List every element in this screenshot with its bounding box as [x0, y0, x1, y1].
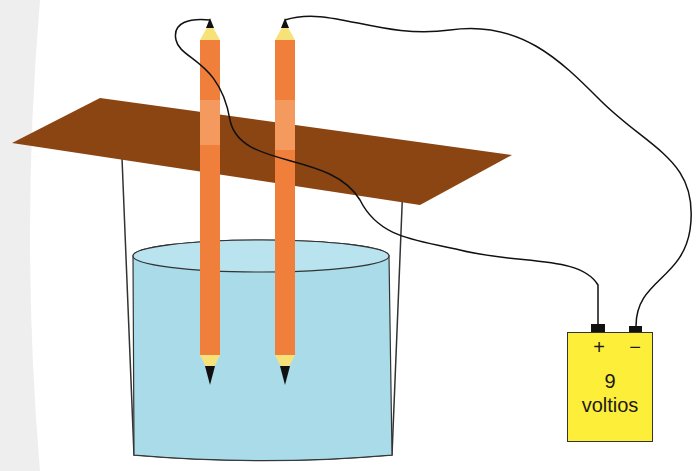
wire-negative: [285, 16, 691, 326]
battery-box: +− 9 voltios: [567, 332, 653, 442]
battery-voltage: 9 voltios: [578, 369, 642, 417]
plus-sign: +: [584, 335, 614, 359]
water: [133, 240, 392, 461]
wire-positive: [175, 20, 598, 326]
water-surface: [133, 240, 389, 272]
background-band: [0, 0, 40, 471]
minus-sign: −: [620, 335, 650, 359]
pencil-right: [275, 18, 295, 385]
